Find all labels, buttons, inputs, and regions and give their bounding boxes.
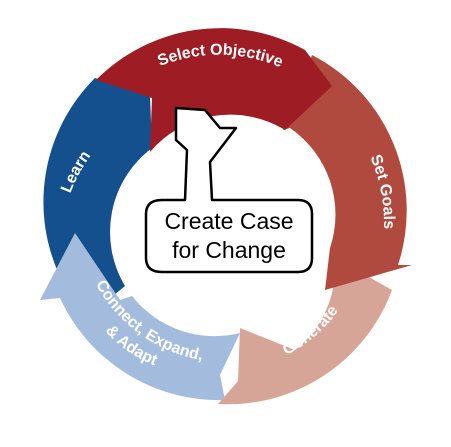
segment-connect [40, 233, 240, 401]
center-callout [144, 106, 314, 274]
segment-goals [283, 55, 412, 290]
center-label-line2: for Change [172, 237, 286, 263]
segment-select [96, 28, 332, 152]
segment-generate [218, 258, 392, 405]
center-label-line1: Create Case [164, 208, 293, 234]
